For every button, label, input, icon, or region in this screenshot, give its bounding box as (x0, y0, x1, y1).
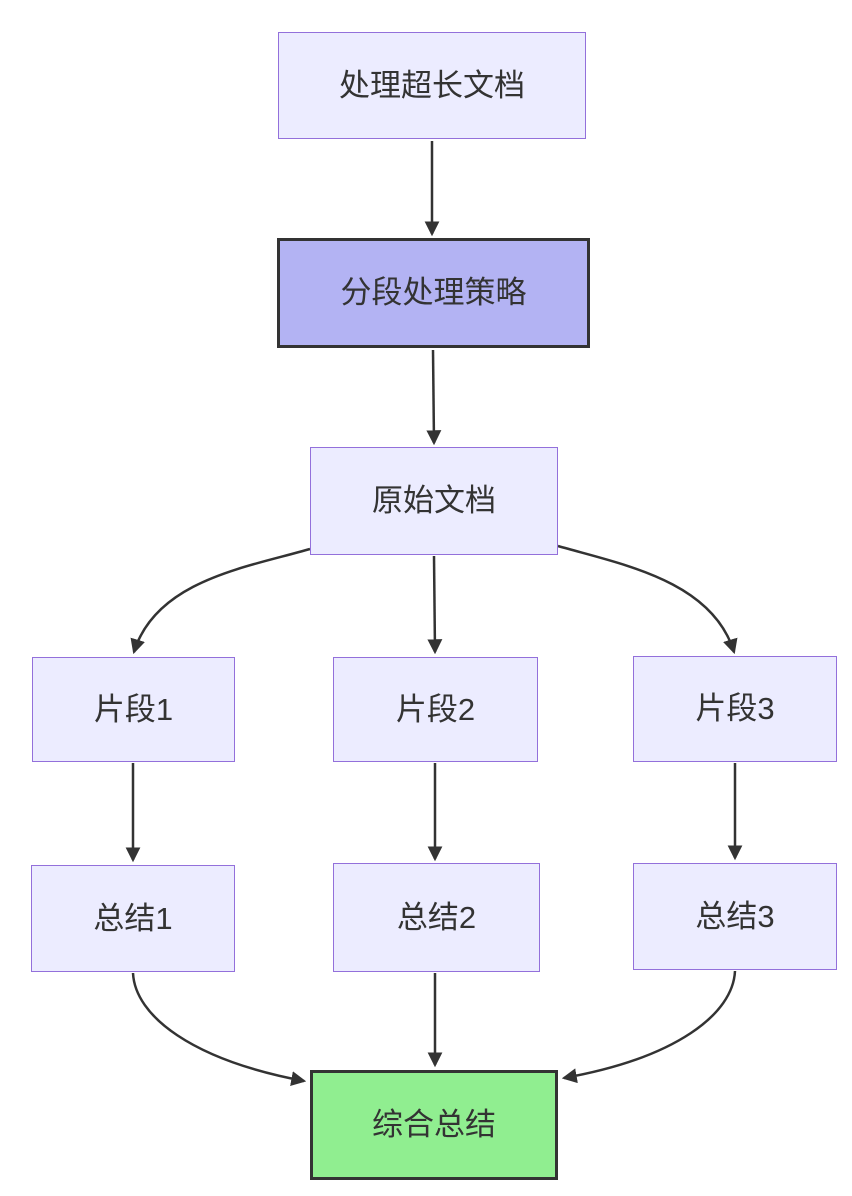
node-label: 处理超长文档 (339, 67, 525, 103)
node-label: 总结2 (396, 899, 477, 935)
node-label: 总结3 (695, 898, 775, 934)
edge-strategy-to-original (426, 349, 442, 446)
edge-original-to-fragment-2 (427, 555, 443, 655)
edge-summary-1-to-combined (131, 972, 307, 1087)
node-process-long-document: 处理超长文档 (278, 32, 586, 139)
node-original-document: 原始文档 (310, 447, 558, 555)
edge-summary-3-to-combined (561, 970, 737, 1084)
node-segment-strategy: 分段处理策略 (277, 238, 590, 348)
node-summary-1: 总结1 (31, 865, 235, 972)
node-summary-3: 总结3 (633, 863, 837, 970)
node-fragment-1: 片段1 (32, 657, 235, 762)
node-combined-summary: 综合总结 (310, 1070, 558, 1180)
edge-original-to-fragment-1 (130, 547, 311, 655)
node-label: 总结1 (93, 900, 173, 936)
node-label: 片段2 (395, 691, 476, 727)
node-label: 综合总结 (372, 1107, 496, 1143)
node-fragment-3: 片段3 (633, 656, 837, 762)
edge-original-to-fragment-3 (557, 544, 738, 655)
node-label: 原始文档 (372, 483, 496, 519)
node-summary-2: 总结2 (333, 863, 540, 972)
node-label: 片段1 (93, 691, 174, 727)
node-fragment-2: 片段2 (333, 657, 538, 762)
node-label: 分段处理策略 (340, 275, 527, 311)
node-label: 片段3 (695, 691, 775, 727)
